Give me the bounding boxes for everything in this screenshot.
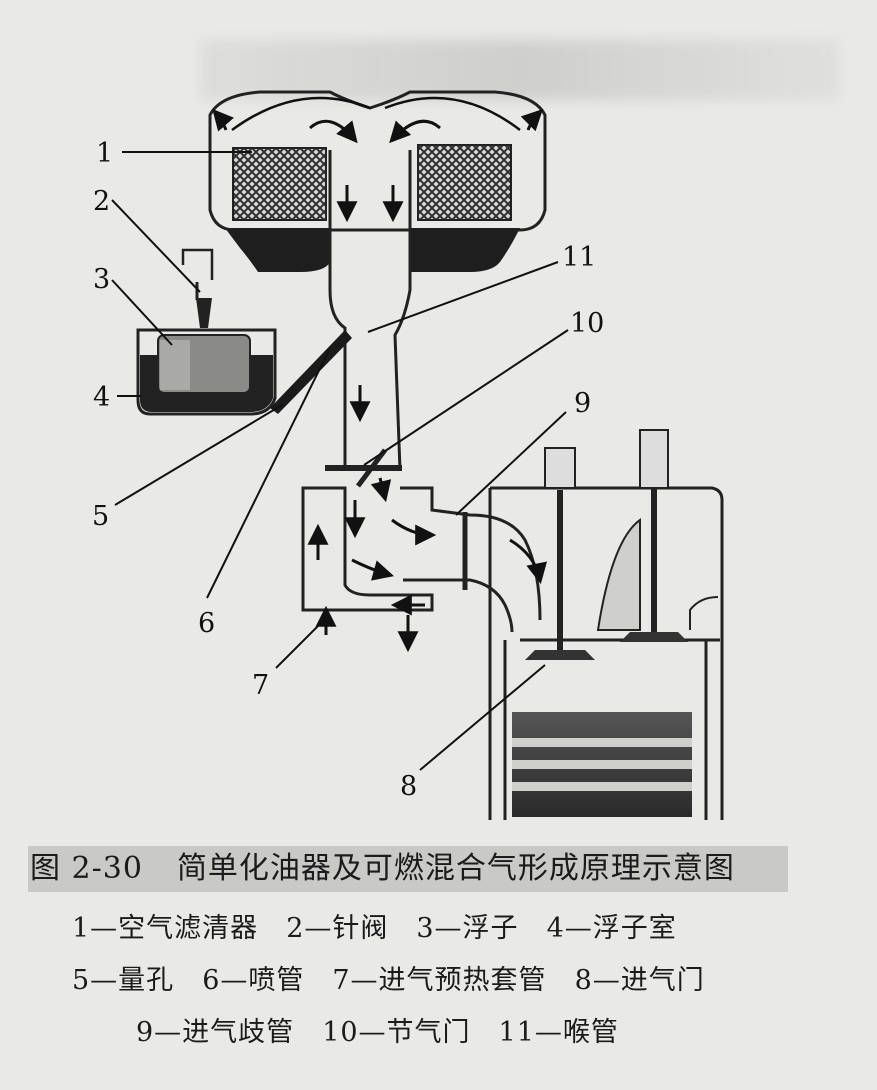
callout-4: 4 [93, 382, 110, 413]
callout-8: 8 [400, 771, 417, 802]
legend-item: 8—进气门 [574, 965, 705, 996]
figure-caption: 图 2-30 简单化油器及可燃混合气形成原理示意图 [28, 846, 788, 892]
callout-9: 9 [574, 388, 591, 419]
callout-labels: 1 2 3 4 5 6 7 8 9 10 11 [92, 138, 604, 802]
legend-item: 10—节气门 [322, 1017, 471, 1048]
venturi-throat [328, 150, 412, 471]
callout-6: 6 [198, 608, 215, 639]
callout-7: 7 [252, 670, 269, 701]
legend-row-3: 9—进气歧管 10—节气门 11—喉管 [136, 1010, 647, 1049]
legend-row-1: 1—空气滤清器 2—针阀 3—浮子 4—浮子室 [72, 906, 705, 945]
legend-item: 2—针阀 [286, 913, 389, 944]
callout-1: 1 [96, 138, 113, 169]
legend-item: 7—进气预热套管 [332, 965, 547, 996]
callout-11: 11 [562, 242, 596, 273]
legend-item: 9—进气歧管 [136, 1017, 295, 1048]
legend-item: 11—喉管 [498, 1017, 619, 1048]
carburetor-diagram: 1 2 3 4 5 6 7 8 9 10 11 [92, 90, 724, 820]
figure-number: 图 2-30 [30, 851, 143, 886]
legend-item: 6—喷管 [202, 965, 305, 996]
legend-item: 4—浮子室 [546, 913, 677, 944]
legend-row-2: 5—量孔 6—喷管 7—进气预热套管 8—进气门 [72, 958, 733, 997]
print-bleed-through [200, 40, 840, 100]
figure-title: 简单化油器及可燃混合气形成原理示意图 [176, 851, 735, 886]
callout-10: 10 [570, 308, 604, 339]
legend-item: 1—空气滤清器 [72, 913, 259, 944]
throttle-valve [325, 448, 402, 488]
air-filter [208, 90, 547, 272]
float-chamber [136, 248, 277, 416]
leader-lines [111, 151, 569, 771]
intake-manifold [301, 477, 547, 653]
callout-5: 5 [92, 501, 109, 532]
fuel-nozzle [270, 330, 352, 414]
legend-item: 5—量孔 [72, 965, 175, 996]
engine-cylinder [488, 429, 724, 820]
legend-item: 3—浮子 [416, 913, 519, 944]
callout-3: 3 [93, 264, 110, 295]
callout-2: 2 [93, 186, 110, 217]
